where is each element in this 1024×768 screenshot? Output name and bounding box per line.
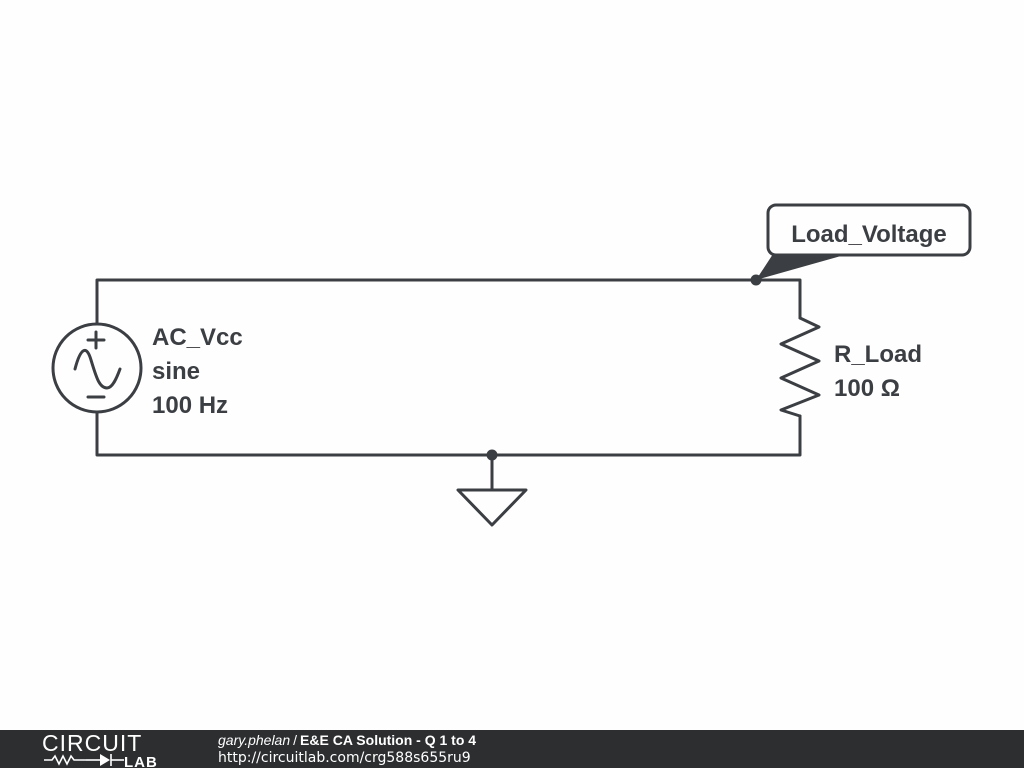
- circuit-title[interactable]: E&E CA Solution - Q 1 to 4: [300, 732, 477, 748]
- source-name-label: AC_Vcc: [152, 324, 243, 351]
- circuit-url-link[interactable]: http://circuitlab.com/crg588s655ru9: [218, 750, 471, 766]
- source-waveform-label: sine: [152, 358, 200, 385]
- ground-icon[interactable]: [456, 488, 528, 527]
- source-circle: [51, 322, 143, 414]
- footer-info: gary.phelan/E&E CA Solution - Q 1 to 4 h…: [218, 731, 476, 767]
- resistor-zigzag[interactable]: [779, 316, 821, 418]
- logo-lab-text: LAB: [124, 754, 158, 768]
- logo-circuit-text: CIRCUIT: [42, 730, 142, 756]
- probe-label: Load_Voltage: [791, 221, 947, 248]
- plus-sign-icon: [86, 330, 106, 350]
- ground-junction-dot: [486, 449, 498, 461]
- title-separator: /: [293, 732, 298, 748]
- circuit-schematic: AC_Vcc sine 100 Hz R_Load 100 Ω Load_Vol…: [51, 203, 972, 527]
- logo-diode-icon: [100, 754, 110, 766]
- logo-resistor-icon: [44, 754, 86, 766]
- resistor-name-label: R_Load: [834, 341, 922, 368]
- source-frequency-label: 100 Hz: [152, 392, 228, 419]
- wires: [95, 278, 802, 492]
- resistor-value-label: 100 Ω: [834, 375, 900, 402]
- probe-pointer: [756, 254, 848, 280]
- author-link[interactable]: gary.phelan: [218, 732, 291, 748]
- voltage-probe[interactable]: Load_Voltage: [756, 203, 972, 280]
- probe-label-box: [766, 203, 972, 257]
- bottom-wire[interactable]: [95, 410, 802, 457]
- top-wire[interactable]: [95, 278, 802, 325]
- sine-wave-icon: [73, 349, 122, 390]
- ac-voltage-source[interactable]: [51, 322, 143, 414]
- circuitlab-logo[interactable]: CIRCUIT LAB: [40, 730, 180, 768]
- footer-bar: CIRCUIT LAB gary.phelan/E&E CA Solution …: [0, 730, 1024, 768]
